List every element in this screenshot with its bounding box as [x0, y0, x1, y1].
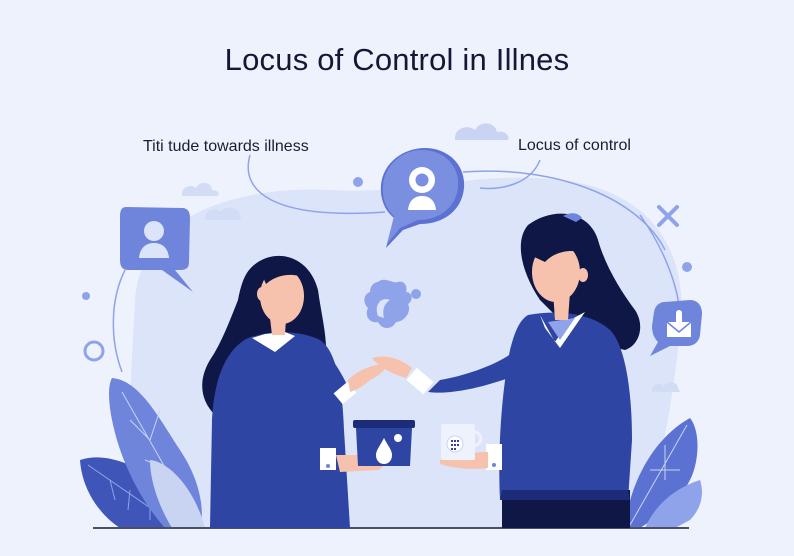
- connector-curve: [112, 269, 126, 373]
- user-avatar-bubble-icon: [380, 148, 465, 248]
- page-title: Locus of Control in Illnes: [224, 42, 570, 77]
- close-x-icon: [657, 205, 679, 227]
- dot: [82, 292, 90, 300]
- cloud-icon: [455, 123, 509, 140]
- cloud-icon: [652, 382, 680, 392]
- right-woman-figure: [372, 213, 641, 528]
- connector-curve: [479, 159, 541, 190]
- leaf-icon: [625, 418, 702, 528]
- ring-icon: [83, 340, 105, 362]
- dot: [682, 262, 692, 272]
- splash-blob-icon: [364, 279, 421, 328]
- connector-curve: [247, 154, 386, 214]
- cloud-icon: [182, 182, 219, 196]
- user-chat-bubble-icon: [120, 207, 193, 292]
- calendar-mug-icon: [441, 424, 483, 460]
- droplet-box-icon: [353, 420, 415, 466]
- label-attitude-towards-illness: Titi tude towards illness: [143, 138, 309, 155]
- mail-bubble-icon: [650, 300, 702, 356]
- leaf-icon: [80, 378, 205, 528]
- dot: [353, 177, 363, 187]
- cloud-icon: [205, 207, 242, 220]
- left-woman-figure: [202, 255, 388, 528]
- label-locus-of-control: Locus of control: [518, 137, 631, 154]
- connector-curve: [462, 170, 666, 251]
